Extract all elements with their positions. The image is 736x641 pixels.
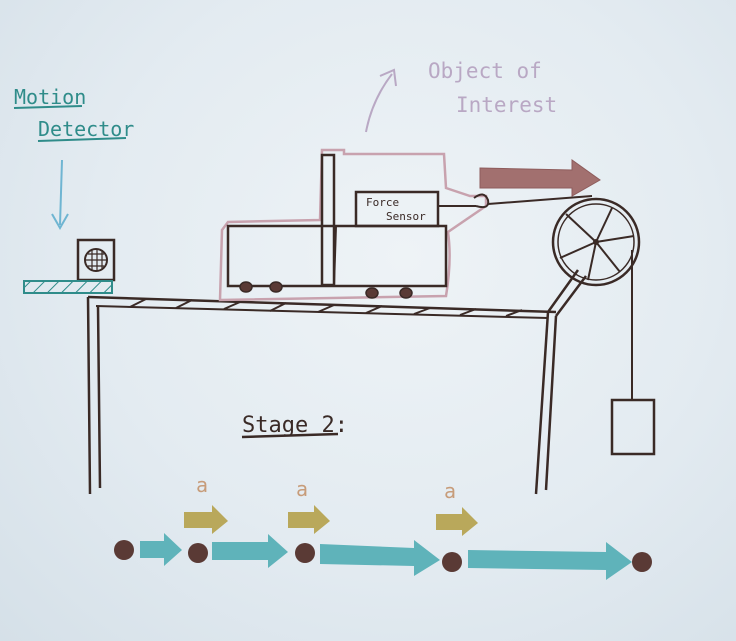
velocity-arrow-icon (468, 542, 632, 580)
acceleration-arrow-icon (436, 507, 478, 536)
table (86, 269, 587, 495)
acceleration-arrow-icon (288, 505, 330, 534)
force-sensor-label-line1: Force (366, 196, 399, 209)
acceleration-label: a (444, 479, 456, 503)
acceleration-arrow-icon (184, 505, 228, 534)
force-sensor-label-line2: Sensor (386, 210, 426, 223)
pointer-arrow-icon (51, 159, 69, 231)
acceleration-label: a (296, 477, 308, 501)
force-sensor: Force Sensor (354, 190, 490, 228)
string (487, 195, 593, 205)
object-label-line1: Object of (428, 59, 542, 83)
position-dot (442, 552, 462, 572)
underline (13, 105, 83, 109)
position-dot (188, 543, 208, 563)
motion-detector-label-line1: Motion (14, 85, 86, 109)
pointer-arrow-icon (365, 68, 397, 133)
cart (226, 153, 448, 299)
velocity-arrow-icon (212, 534, 288, 568)
pulley (551, 197, 641, 287)
acceleration-label: a (196, 473, 208, 497)
velocity-arrow-icon (140, 533, 182, 566)
force-direction-arrow-icon (479, 159, 601, 197)
underline (37, 137, 127, 142)
object-label-line2: Interest (456, 93, 557, 117)
underline (241, 432, 339, 439)
object-outline (218, 148, 488, 302)
velocity-arrow-icon (320, 540, 440, 576)
position-dot (295, 543, 315, 563)
position-dot (632, 552, 652, 572)
position-dot (114, 540, 134, 560)
hanging-mass (610, 398, 656, 456)
motion-detector (23, 238, 116, 294)
motion-detector-label-line2: Detector (38, 117, 134, 141)
